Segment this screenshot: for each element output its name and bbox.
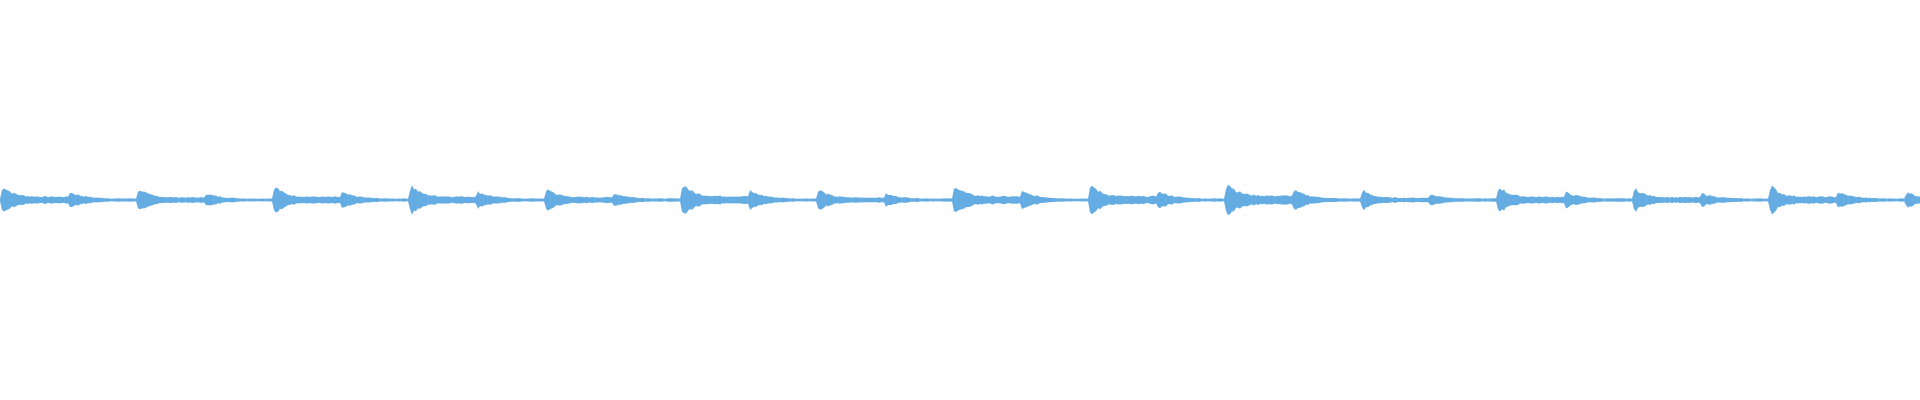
waveform-beat <box>1768 185 1904 215</box>
waveform-beat <box>544 189 680 211</box>
waveform-beat <box>952 188 1088 212</box>
waveform-beat <box>1496 188 1632 212</box>
waveform-beat <box>1224 184 1360 216</box>
waveform-beat <box>1088 185 1224 215</box>
waveform-beat <box>816 190 952 210</box>
waveform-beats <box>0 184 1920 216</box>
waveform-beat <box>136 190 272 210</box>
waveform-beat <box>1904 192 1920 208</box>
waveform-beat <box>1360 189 1496 211</box>
waveform-beat <box>408 185 544 215</box>
waveform-beat <box>272 187 408 213</box>
waveform-beat <box>680 186 816 214</box>
waveform-beat <box>1632 188 1768 212</box>
waveform-beat <box>0 188 136 212</box>
